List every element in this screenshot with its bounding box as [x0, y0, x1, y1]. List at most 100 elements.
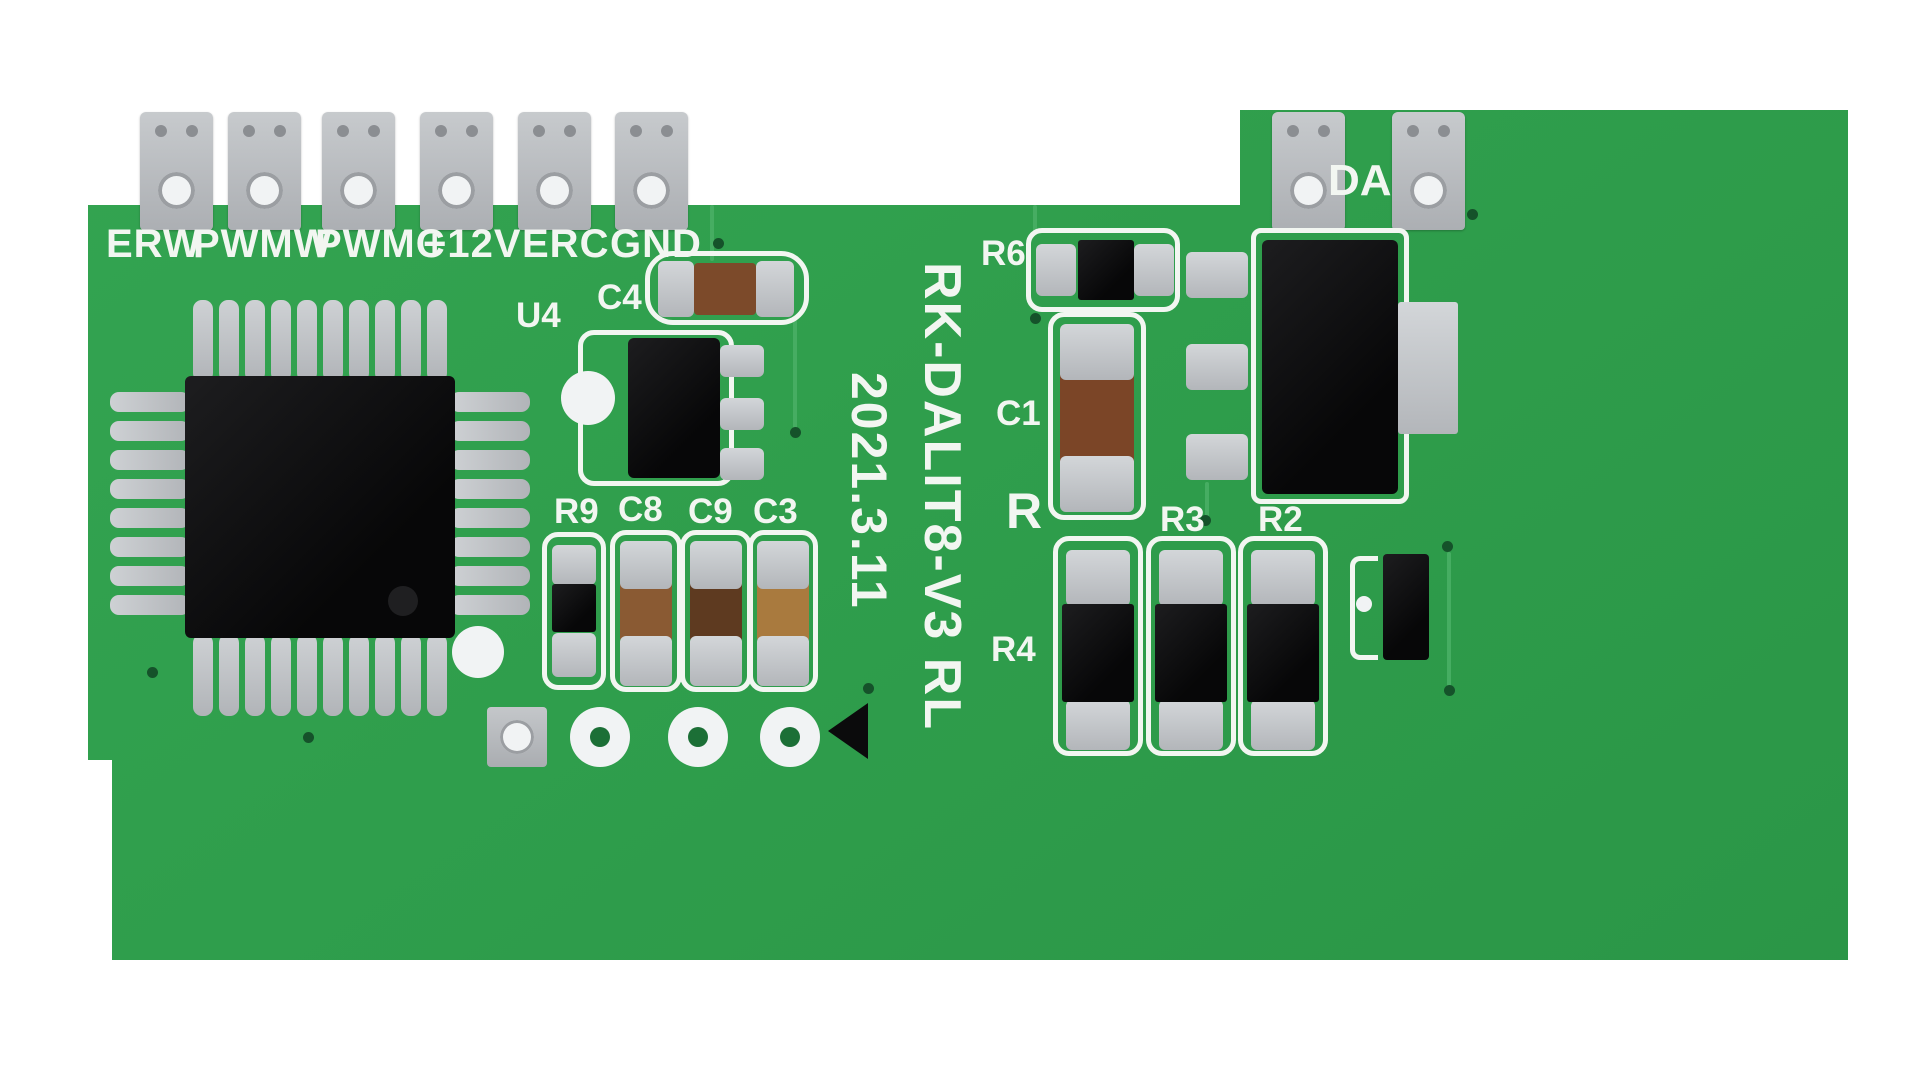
- c8-capacitor-end: [620, 636, 672, 686]
- c3-capacitor-end: [757, 541, 809, 589]
- pad-hole-large: [1410, 172, 1447, 209]
- pad-hole-large: [536, 172, 573, 209]
- r2-silkscreen-outline: [1238, 536, 1328, 756]
- qfp-pin: [401, 634, 421, 716]
- qfp-pin: [110, 508, 190, 528]
- terminal-pad: [140, 112, 213, 230]
- qfp-pin: [450, 595, 530, 615]
- pad-hole-small: [1438, 125, 1450, 137]
- c4-capacitor-end: [756, 261, 794, 317]
- pad-hole-large: [438, 172, 475, 209]
- qfp-pin: [110, 537, 190, 557]
- small-component-silkscreen: [1350, 556, 1378, 660]
- pad-hole-small: [1287, 125, 1299, 137]
- trace: [1447, 552, 1451, 692]
- terminal-label-da: DA: [1328, 156, 1392, 205]
- label-r4: R4: [991, 630, 1036, 669]
- c4-silkscreen-outline: [645, 251, 809, 325]
- label-c1: C1: [996, 394, 1041, 433]
- qfp-pin: [271, 634, 291, 716]
- triangle-marker: [828, 703, 868, 759]
- label-c3: C3: [753, 492, 798, 531]
- through-hole: [500, 720, 534, 754]
- solder-dot: [452, 626, 504, 678]
- pad-hole-small: [1407, 125, 1419, 137]
- qfp-pin: [110, 450, 190, 470]
- r6-pad: [1036, 244, 1076, 296]
- r6-silkscreen-outline: [1026, 228, 1180, 312]
- pad-hole-small: [274, 125, 286, 137]
- silkscreen-date-text: 2021.3.11: [841, 372, 897, 610]
- c8-silkscreen-outline: [610, 530, 682, 692]
- c9-capacitor-end: [690, 636, 742, 686]
- c4-capacitor-end: [658, 261, 694, 317]
- c9-capacitor-body: [690, 580, 742, 642]
- r9-pad: [552, 633, 596, 677]
- terminal-label-gnd: GND: [610, 222, 702, 266]
- r4-pad: [1066, 700, 1130, 750]
- qfp-pin: [401, 300, 421, 382]
- qfp-pin: [193, 634, 213, 716]
- pad-hole-large: [340, 172, 377, 209]
- label-u4: U4: [516, 296, 561, 335]
- qfp-pin: [193, 300, 213, 382]
- r2-pad: [1251, 700, 1315, 750]
- r6-pad: [1134, 244, 1174, 296]
- qfp-pin: [375, 634, 395, 716]
- c3-capacitor-body: [757, 580, 809, 642]
- terminal-label-erw: ERW: [106, 222, 202, 266]
- qfp-pin: [245, 634, 265, 716]
- terminal-label-12v: +12V: [423, 222, 522, 266]
- r4-pad: [1066, 550, 1130, 606]
- pad-hole-small: [533, 125, 545, 137]
- r9-resistor-body: [552, 584, 596, 632]
- terminal-pad: [1392, 112, 1465, 230]
- pad-hole-large: [158, 172, 195, 209]
- r4-silkscreen-outline: [1053, 536, 1143, 756]
- qfp-pin: [219, 634, 239, 716]
- qfp-pin: [349, 634, 369, 716]
- pad-hole-small: [186, 125, 198, 137]
- label-r6: R6: [981, 234, 1026, 273]
- c3-capacitor-end: [757, 636, 809, 686]
- c8-capacitor-body: [620, 580, 672, 642]
- pad-hole-small: [368, 125, 380, 137]
- r3-resistor-body: [1155, 604, 1227, 702]
- qfp-pin: [245, 300, 265, 382]
- qfp-pin: [450, 450, 530, 470]
- qfp-pin: [297, 300, 317, 382]
- terminal-label-pwmw: PWMW: [193, 222, 333, 266]
- via: [147, 667, 158, 678]
- regulator-pad: [1186, 434, 1248, 480]
- terminal-pad: [228, 112, 301, 230]
- r9-pad: [552, 545, 596, 585]
- through-hole: [590, 727, 610, 747]
- through-hole: [688, 727, 708, 747]
- through-hole-pad: [668, 707, 728, 767]
- terminal-pad: [322, 112, 395, 230]
- c4-capacitor-body: [694, 263, 756, 315]
- pad-hole-small: [661, 125, 673, 137]
- pad-hole-small: [466, 125, 478, 137]
- r6-resistor-body: [1078, 240, 1134, 300]
- trace: [1033, 205, 1037, 235]
- via: [863, 683, 874, 694]
- qfp-pin: [110, 595, 190, 615]
- terminal-label-pwmc: PWMC: [315, 222, 446, 266]
- qfp-pin1-dot: [388, 586, 418, 616]
- qfp-pin: [219, 300, 239, 382]
- terminal-pad: [615, 112, 688, 230]
- r2-pad: [1251, 550, 1315, 606]
- small-component-body: [1383, 554, 1429, 660]
- via: [1444, 685, 1455, 696]
- r3-pad: [1159, 700, 1223, 750]
- qfp-pin: [450, 508, 530, 528]
- qfp-pin: [110, 479, 190, 499]
- r3-pad: [1159, 550, 1223, 606]
- terminal-pad: [518, 112, 591, 230]
- trace: [710, 205, 714, 261]
- c1-capacitor-end: [1060, 324, 1134, 380]
- c8-capacitor-end: [620, 541, 672, 589]
- c1-silkscreen-outline: [1048, 312, 1146, 520]
- u4-pad: [720, 448, 764, 480]
